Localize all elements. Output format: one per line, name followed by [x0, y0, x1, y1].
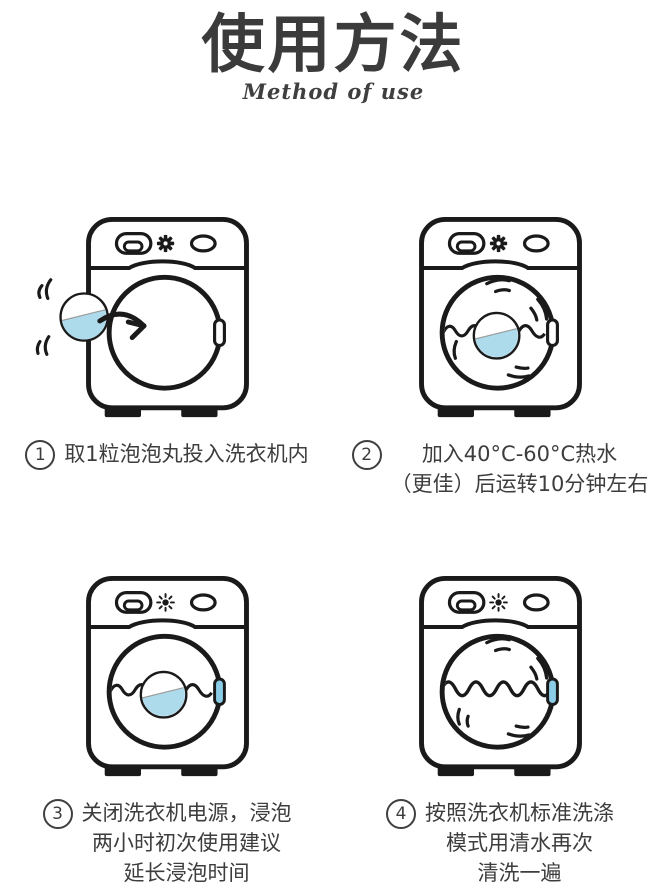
detergent-drawer-icon	[114, 591, 152, 615]
door-window	[106, 275, 222, 391]
panel-divider	[421, 259, 579, 271]
cleaning-ball	[472, 312, 521, 360]
step-1-text: 取1粒泡泡丸投入洗衣机内	[64, 439, 308, 469]
spin-motion-lines	[452, 278, 548, 380]
step-number-badge: 4	[386, 799, 416, 830]
step-number-badge: 3	[42, 799, 73, 830]
throw-in-arrow	[96, 311, 146, 341]
power-button-icon	[522, 593, 550, 612]
caption-line: 模式用清水再次	[446, 831, 593, 856]
step-3-cell: 3 关闭洗衣机电源，浸泡 两小时初次使用建议 延长浸泡时间	[1, 574, 334, 888]
caption-line: 两小时初次使用建议	[92, 831, 281, 856]
step-3-text: 关闭洗衣机电源，浸泡 两小时初次使用建议 延长浸泡时间	[82, 798, 292, 888]
steps-grid: 1 取1粒泡泡丸投入洗衣机内	[1, 215, 667, 888]
step-2-cell: 2 加入40°C-60°C热水 （更佳）后运转10分钟左右	[334, 215, 667, 499]
power-button-icon	[189, 234, 217, 253]
washing-machine-illustration-1	[35, 217, 249, 418]
step-4-text: 按照洗衣机标准洗涤 模式用清水再次 清洗一遍	[425, 798, 614, 888]
step-number-badge: 1	[25, 440, 56, 471]
washing-machine-illustration-3	[85, 576, 249, 777]
step-1-cell: 1 取1粒泡泡丸投入洗衣机内	[1, 215, 334, 499]
power-button-icon	[522, 234, 550, 253]
door-handle	[212, 677, 226, 707]
step-3-figure	[84, 574, 251, 782]
shake-motion-lines	[35, 278, 52, 357]
panel-divider	[88, 259, 246, 271]
page-title: 使用方法	[201, 8, 466, 81]
caption-line: 清洗一遍	[477, 861, 562, 886]
sheet-header: 使用方法 Method of use	[0, 0, 667, 105]
cleaning-ball	[139, 671, 188, 719]
panel-divider	[88, 618, 246, 630]
step-1-figure	[35, 215, 251, 423]
door-handle	[545, 677, 559, 707]
clean-water-wave	[444, 680, 551, 698]
caption-line: 取1粒泡泡丸投入洗衣机内	[64, 442, 309, 467]
washing-machine-illustration-4	[418, 576, 582, 777]
step-number-badge: 2	[351, 440, 382, 471]
panel-divider	[421, 618, 579, 630]
dial-gear-icon	[489, 235, 507, 253]
step-2-figure	[417, 215, 584, 423]
dial-sun-icon	[488, 593, 508, 613]
power-button-icon	[189, 593, 217, 612]
caption-line: 延长浸泡时间	[123, 861, 250, 886]
door-handle	[212, 318, 226, 348]
caption-line: 关闭洗衣机电源，浸泡	[81, 801, 292, 826]
spin-motion-lines	[455, 637, 548, 739]
detergent-drawer-icon	[447, 591, 485, 615]
step-1-caption: 1 取1粒泡泡丸投入洗衣机内	[25, 439, 309, 471]
dial-sun-icon	[155, 593, 175, 613]
door-handle	[545, 318, 559, 348]
page-subtitle: Method of use	[242, 79, 425, 105]
step-4-cell: 4 按照洗衣机标准洗涤 模式用清水再次 清洗一遍	[334, 574, 667, 888]
caption-line: （更佳）后运转10分钟左右	[390, 472, 649, 497]
caption-line: 按照洗衣机标准洗涤	[425, 801, 614, 826]
washing-machine-illustration-2	[418, 217, 582, 418]
step-4-figure	[417, 574, 584, 782]
step-3-caption: 3 关闭洗衣机电源，浸泡 两小时初次使用建议 延长浸泡时间	[42, 798, 292, 888]
step-2-caption: 2 加入40°C-60°C热水 （更佳）后运转10分钟左右	[351, 439, 649, 499]
detergent-drawer-icon	[447, 232, 485, 256]
detergent-drawer-icon	[114, 232, 152, 256]
step-2-text: 加入40°C-60°C热水 （更佳）后运转10分钟左右	[391, 439, 649, 499]
caption-line: 加入40°C-60°C热水	[421, 442, 618, 467]
dial-gear-icon	[156, 235, 174, 253]
step-4-caption: 4 按照洗衣机标准洗涤 模式用清水再次 清洗一遍	[386, 798, 614, 888]
